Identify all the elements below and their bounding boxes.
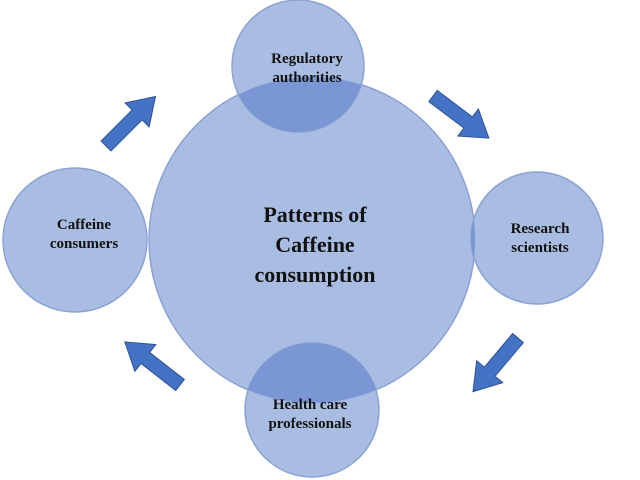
arrow-bottom-to-left: [124, 341, 186, 392]
node-label-caffeine-consumers: Caffeine consumers: [49, 217, 119, 252]
node-label-regulatory-authorities: Regulatory authorities: [271, 51, 343, 86]
overlap-top: [232, 77, 364, 132]
arrow-left-to-top: [100, 95, 157, 152]
center-label: Patterns of Caffeine consumption: [254, 202, 376, 287]
overlap-bottom: [245, 343, 379, 403]
node-label-health-care-professionals: Health care professionals: [268, 397, 352, 432]
node-circle-left: [2, 167, 148, 313]
arrow-top-to-right: [428, 89, 490, 139]
arrow-right-to-bottom: [472, 332, 525, 393]
node-label-research-scientists: Research scientists: [510, 221, 570, 256]
